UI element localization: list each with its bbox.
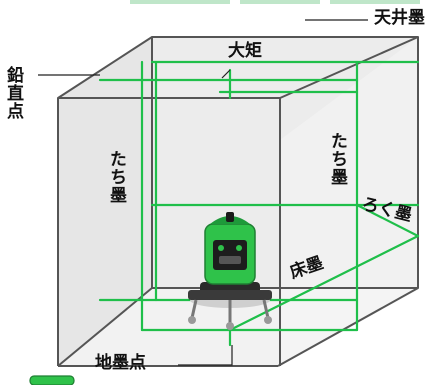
line-laser-level-icon	[188, 212, 272, 330]
label-ground-point: 地墨点	[95, 353, 146, 373]
front-right-panel	[280, 37, 418, 366]
label-tachi-left: たち墨	[106, 150, 126, 204]
top-tab-strip-right	[330, 0, 420, 4]
room-edges	[57, 36, 419, 367]
device-corner-icon	[29, 375, 75, 385]
label-tachi-right: たち墨	[327, 132, 347, 186]
label-daigane: 大矩	[228, 41, 262, 61]
top-tab-strip-mid	[240, 0, 320, 4]
label-ceiling-line: 天井墨	[374, 8, 425, 28]
leader-lines	[38, 19, 368, 366]
left-wall	[58, 37, 152, 366]
roku-line-right	[355, 203, 420, 238]
label-plumb-point: 鉛直点	[3, 66, 23, 120]
floor-line-diagonal	[228, 234, 420, 332]
top-tab-strip-left	[130, 0, 230, 4]
